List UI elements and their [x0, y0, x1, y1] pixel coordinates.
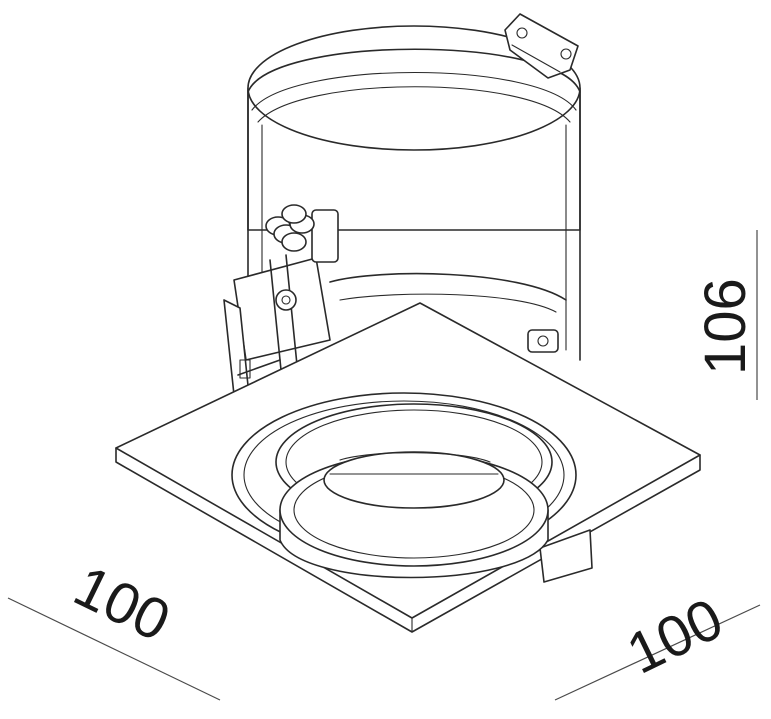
- dim-line-right: [554, 604, 761, 701]
- spring-clip: [223, 204, 339, 406]
- dim-label-width-left: 100: [64, 553, 179, 654]
- right-clip: [527, 329, 559, 353]
- cylinder-housing: [247, 25, 581, 361]
- spring-coil: [265, 204, 315, 252]
- top-clip: [504, 13, 579, 79]
- dimension-lines: [7, 230, 761, 701]
- dim-label-width-right: 100: [617, 586, 732, 687]
- bezel-rings: [231, 392, 577, 579]
- dim-label-height: 106: [693, 278, 758, 375]
- dim-line-left: [7, 597, 221, 701]
